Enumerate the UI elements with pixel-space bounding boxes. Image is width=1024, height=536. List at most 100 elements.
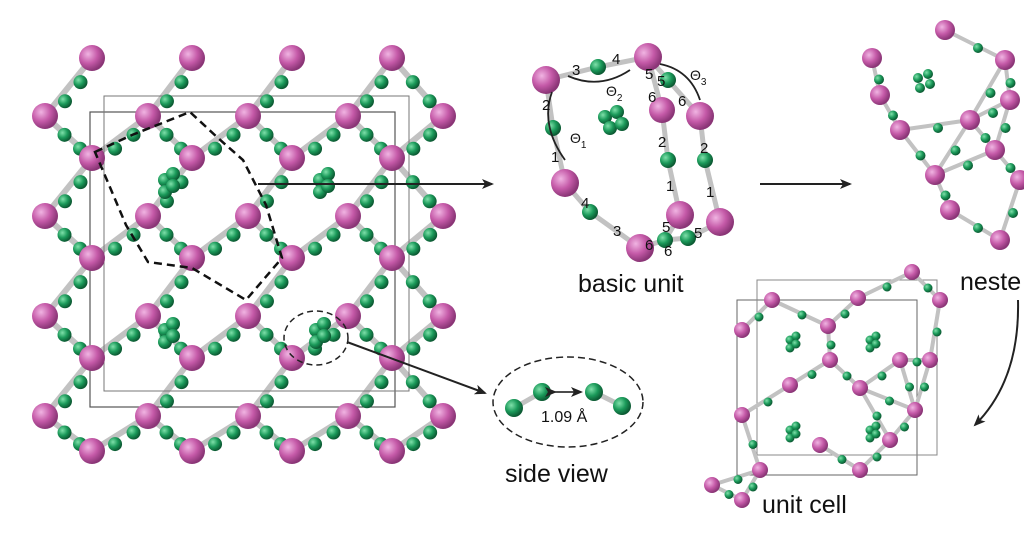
metal-atom: [79, 245, 105, 271]
ligand-atom: [159, 425, 174, 440]
ligand-atom: [842, 371, 852, 381]
ligand-atom: [872, 411, 882, 421]
ligand-atom: [57, 394, 72, 409]
metal-atom: [430, 403, 456, 429]
ligand-atom: [274, 375, 289, 390]
metal-atom: [430, 103, 456, 129]
ligand-atom: [973, 223, 983, 233]
metal-atom: [32, 103, 58, 129]
ligand-atom: [406, 141, 421, 156]
side-view-diagram: 1.09 Å: [492, 356, 644, 448]
ligand-atom: [748, 482, 758, 492]
metal-atom: [734, 492, 750, 508]
molecule-highlight-circle: [283, 310, 349, 366]
ligand-atom: [985, 88, 996, 98]
metal-atom: [135, 403, 161, 429]
ligand-atom: [422, 294, 437, 309]
ligand-atom: [321, 179, 335, 193]
metal-atom: [335, 203, 361, 229]
ligand-atom: [374, 275, 389, 290]
site-label: 5: [657, 73, 665, 90]
ligand-atom: [405, 75, 420, 90]
basic-unit-diagram: 3 4 2 1 5 5 6 6 2 1 2 1 4 3 6 5 6 5 Θ1 Θ…: [532, 43, 734, 262]
ligand-atom: [317, 329, 331, 343]
metal-atom: [752, 462, 768, 478]
ligand-atom: [724, 490, 734, 499]
ligand-atom: [208, 241, 223, 256]
metal-atom: [32, 403, 58, 429]
ligand-atom: [159, 127, 174, 142]
ligand-atom: [374, 175, 389, 190]
ligand-atom: [57, 227, 72, 242]
ligand-atom: [159, 227, 174, 242]
angle-label: Θ3: [690, 67, 707, 88]
ligand-atom: [326, 425, 341, 440]
ligand-atom: [871, 339, 881, 349]
metal-atom: [995, 50, 1015, 70]
ligand-atom: [988, 108, 998, 118]
ligand-atom: [259, 425, 274, 440]
site-label: 6: [645, 237, 653, 254]
metal-atom: [892, 352, 908, 368]
ligand-atom: [126, 227, 141, 242]
ligand-atom: [405, 175, 420, 190]
metal-atom: [32, 203, 58, 229]
metal-atom: [764, 292, 780, 308]
metal-atom: [279, 438, 305, 464]
ligand-atom: [797, 310, 807, 320]
caption-nested: neste: [960, 268, 1021, 296]
site-label: 4: [612, 51, 620, 68]
ligand-atom: [1008, 208, 1018, 218]
metal-atom: [379, 45, 405, 71]
metal-atom: [922, 352, 938, 368]
ligand-atom: [57, 425, 72, 440]
metal-atom: [870, 85, 890, 105]
metal-atom: [960, 110, 980, 130]
metal-atom: [734, 407, 750, 423]
ligand-atom: [73, 275, 88, 290]
ligand-atom: [174, 75, 189, 90]
ligand-atom: [874, 74, 884, 85]
metal-atom: [335, 303, 361, 329]
ligand-atom: [925, 79, 935, 89]
ligand-atom: [923, 283, 933, 293]
ligand-atom: [108, 241, 123, 256]
ligand-atom: [317, 317, 331, 331]
site-label: 1: [706, 184, 714, 201]
ligand-atom: [359, 327, 374, 342]
ligand-atom: [872, 452, 882, 462]
bond-length-label: 1.09 Å: [541, 407, 588, 426]
metal-atom: [32, 303, 58, 329]
ligand-atom: [915, 150, 926, 161]
metal-atom: [925, 165, 945, 185]
metal-atom: [235, 403, 261, 429]
ligand-atom: [274, 275, 289, 290]
ligand-atom: [748, 440, 758, 449]
metal-atom: [852, 462, 868, 478]
site-label: 5: [662, 219, 670, 236]
arrow-to-side-view: [346, 341, 487, 395]
metal-atom: [907, 402, 923, 418]
metal-atom: [862, 48, 882, 68]
ligand-atom: [423, 227, 438, 242]
metal-atom: [379, 145, 405, 171]
ligand-atom: [1005, 163, 1016, 173]
ligand-atom: [980, 133, 991, 143]
metal-atom: [935, 20, 955, 40]
ligand-atom: [1000, 123, 1011, 133]
ligand-atom: [423, 425, 438, 440]
metal-atom: [850, 290, 866, 306]
ligand-atom: [226, 227, 241, 242]
metal-atom: [135, 103, 161, 129]
metal-atom: [379, 438, 405, 464]
metal-atom: [335, 403, 361, 429]
ligand-atom: [791, 421, 801, 431]
ligand-atom: [877, 371, 887, 381]
ligand-atom: [763, 397, 773, 407]
ligand-atom: [791, 331, 801, 341]
ligand-atom: [406, 341, 421, 356]
ligand-atom: [321, 167, 335, 181]
ligand-atom: [259, 294, 274, 309]
